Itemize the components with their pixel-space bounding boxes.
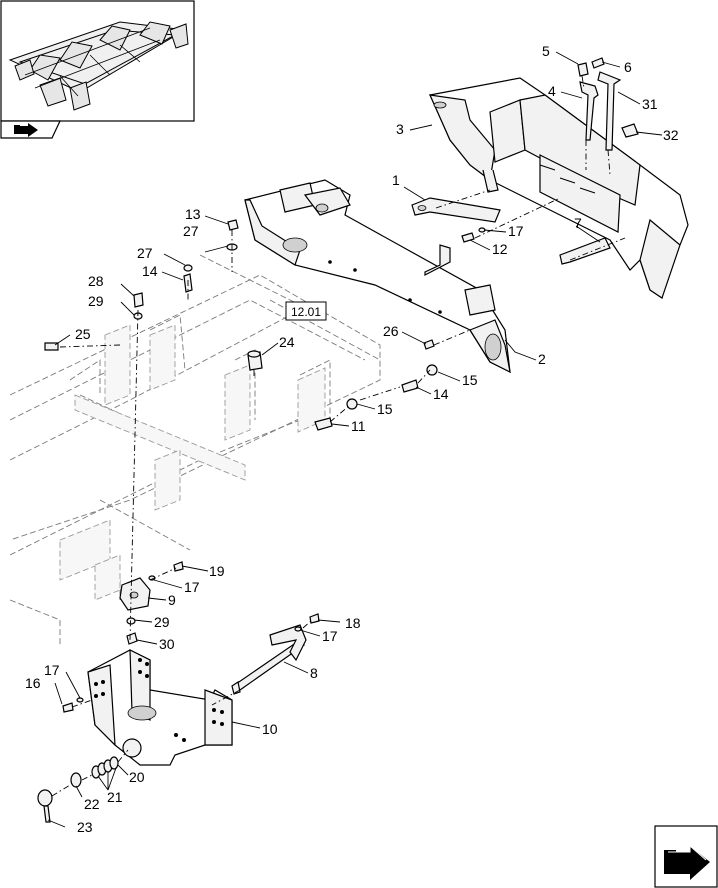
callout-29a: 29 — [88, 293, 104, 309]
spring-washers-21 — [91, 756, 119, 779]
bolt-16 — [62, 702, 74, 713]
hitch-shaft-8 — [231, 624, 307, 695]
washer-15b — [426, 364, 438, 376]
callout-12: 12 — [492, 241, 508, 257]
callout-25: 25 — [75, 326, 91, 342]
callout-10: 10 — [262, 721, 278, 737]
front-bumper — [429, 77, 689, 300]
callout-27a: 27 — [183, 223, 199, 239]
callout-17b: 17 — [184, 579, 200, 595]
callout-20: 20 — [129, 769, 145, 785]
reference-box[interactable]: 12.01 — [285, 301, 327, 321]
bolt-28 — [133, 292, 144, 308]
bolt-13 — [227, 219, 239, 231]
leader-lines — [47, 51, 663, 828]
callout-7: 7 — [574, 215, 582, 231]
washer-17d — [76, 697, 84, 703]
back-arrow-icon[interactable] — [0, 120, 61, 139]
callout-30: 30 — [159, 636, 175, 652]
bolt-19 — [173, 561, 184, 572]
nut-26 — [423, 339, 435, 350]
callout-18: 18 — [345, 615, 361, 631]
nut-23 — [37, 789, 53, 823]
bolt-12 — [461, 232, 475, 243]
callout-27b: 27 — [137, 245, 153, 261]
lock-pin-4 — [579, 81, 599, 141]
tow-hitch-mount — [87, 649, 233, 766]
callout-17c: 17 — [322, 628, 338, 644]
callout-5: 5 — [542, 43, 550, 59]
next-page-arrow-icon[interactable] — [654, 825, 718, 888]
callout-1: 1 — [392, 172, 400, 188]
callout-2: 2 — [538, 351, 546, 367]
bracket-9 — [119, 577, 151, 611]
callout-15a: 15 — [377, 401, 393, 417]
callout-16: 16 — [25, 675, 41, 691]
washer-17c — [294, 626, 302, 632]
bushing-24 — [247, 350, 263, 371]
washer-15a — [346, 398, 358, 410]
callout-14b: 14 — [433, 386, 449, 402]
callout-17d: 17 — [44, 662, 60, 678]
washer-27b — [183, 264, 193, 272]
washer-22 — [70, 772, 82, 788]
support-bracket-7 — [559, 237, 611, 265]
lock-pin-31 — [597, 71, 622, 151]
callout-13: 13 — [185, 206, 201, 222]
callout-19: 19 — [209, 563, 225, 579]
callout-24: 24 — [279, 334, 295, 350]
hardware-5 — [577, 62, 589, 77]
bolt-14b — [401, 379, 419, 393]
callout-3: 3 — [396, 121, 404, 137]
washer-29b — [126, 617, 136, 625]
callout-9: 9 — [168, 592, 176, 608]
assembly-center-lines — [51, 75, 626, 797]
callout-labels: 1 2 3 4 5 6 7 8 9 10 11 12 13 14 14 15 1… — [25, 43, 679, 835]
callout-22: 22 — [84, 796, 100, 812]
bolt-11 — [314, 417, 333, 431]
nut-30 — [126, 632, 138, 645]
reference-box-label: 12.01 — [291, 305, 321, 319]
callout-23: 23 — [77, 819, 93, 835]
callout-11: 11 — [351, 418, 366, 434]
callout-8: 8 — [310, 665, 318, 681]
callout-4: 4 — [548, 83, 556, 99]
callout-14a: 14 — [142, 263, 158, 279]
hardware-6 — [591, 57, 605, 69]
chassis-thumbnail-icon[interactable] — [0, 0, 195, 122]
callout-28: 28 — [88, 273, 104, 289]
callout-15b: 15 — [462, 372, 478, 388]
callout-21: 21 — [107, 789, 123, 805]
callout-32: 32 — [663, 127, 679, 143]
bolt-25 — [44, 342, 59, 351]
bolt-18 — [309, 613, 320, 624]
support-bracket-1 — [411, 197, 501, 223]
callout-17a: 17 — [508, 223, 524, 239]
callout-6: 6 — [624, 59, 632, 75]
callout-31: 31 — [642, 96, 658, 112]
callout-29b: 29 — [154, 614, 170, 630]
ghost-crossmember — [59, 324, 326, 601]
front-crossmember-beam — [244, 179, 511, 374]
callout-26: 26 — [383, 323, 399, 339]
hardware-32 — [621, 123, 639, 138]
